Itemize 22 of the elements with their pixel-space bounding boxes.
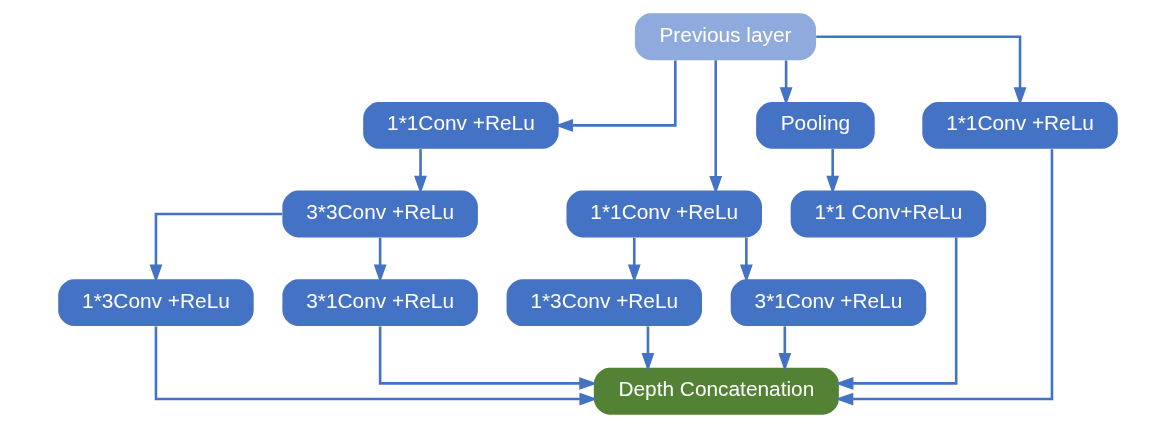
- node-box: Depth Concatenation: [593, 367, 839, 415]
- arrow: [154, 326, 598, 406]
- node-box: 3*3Conv +ReLu: [282, 190, 478, 238]
- node-box: 1*3Conv +ReLu: [58, 279, 254, 327]
- arrow: [835, 237, 958, 390]
- arrow: [641, 326, 655, 372]
- node-box: 1*1Conv +ReLu: [363, 101, 559, 149]
- node-box: 1*1 Conv+ReLu: [790, 190, 987, 238]
- node-box: 1*1Conv +ReLu: [922, 101, 1118, 149]
- node-box: Previous layer: [634, 13, 817, 61]
- arrow: [373, 237, 387, 283]
- arrow: [835, 149, 1054, 406]
- arrow: [778, 326, 792, 372]
- arrow: [627, 237, 641, 283]
- arrow: [378, 326, 598, 390]
- node-box: 3*1Conv +ReLu: [730, 279, 927, 327]
- node-box: 3*1Conv +ReLu: [282, 279, 478, 327]
- node-box: Pooling: [756, 101, 875, 149]
- node-box: 1*1Conv +ReLu: [566, 190, 762, 238]
- node-box: 1*3Conv +ReLu: [506, 279, 703, 327]
- arrow: [739, 237, 753, 283]
- arrow: [149, 212, 283, 283]
